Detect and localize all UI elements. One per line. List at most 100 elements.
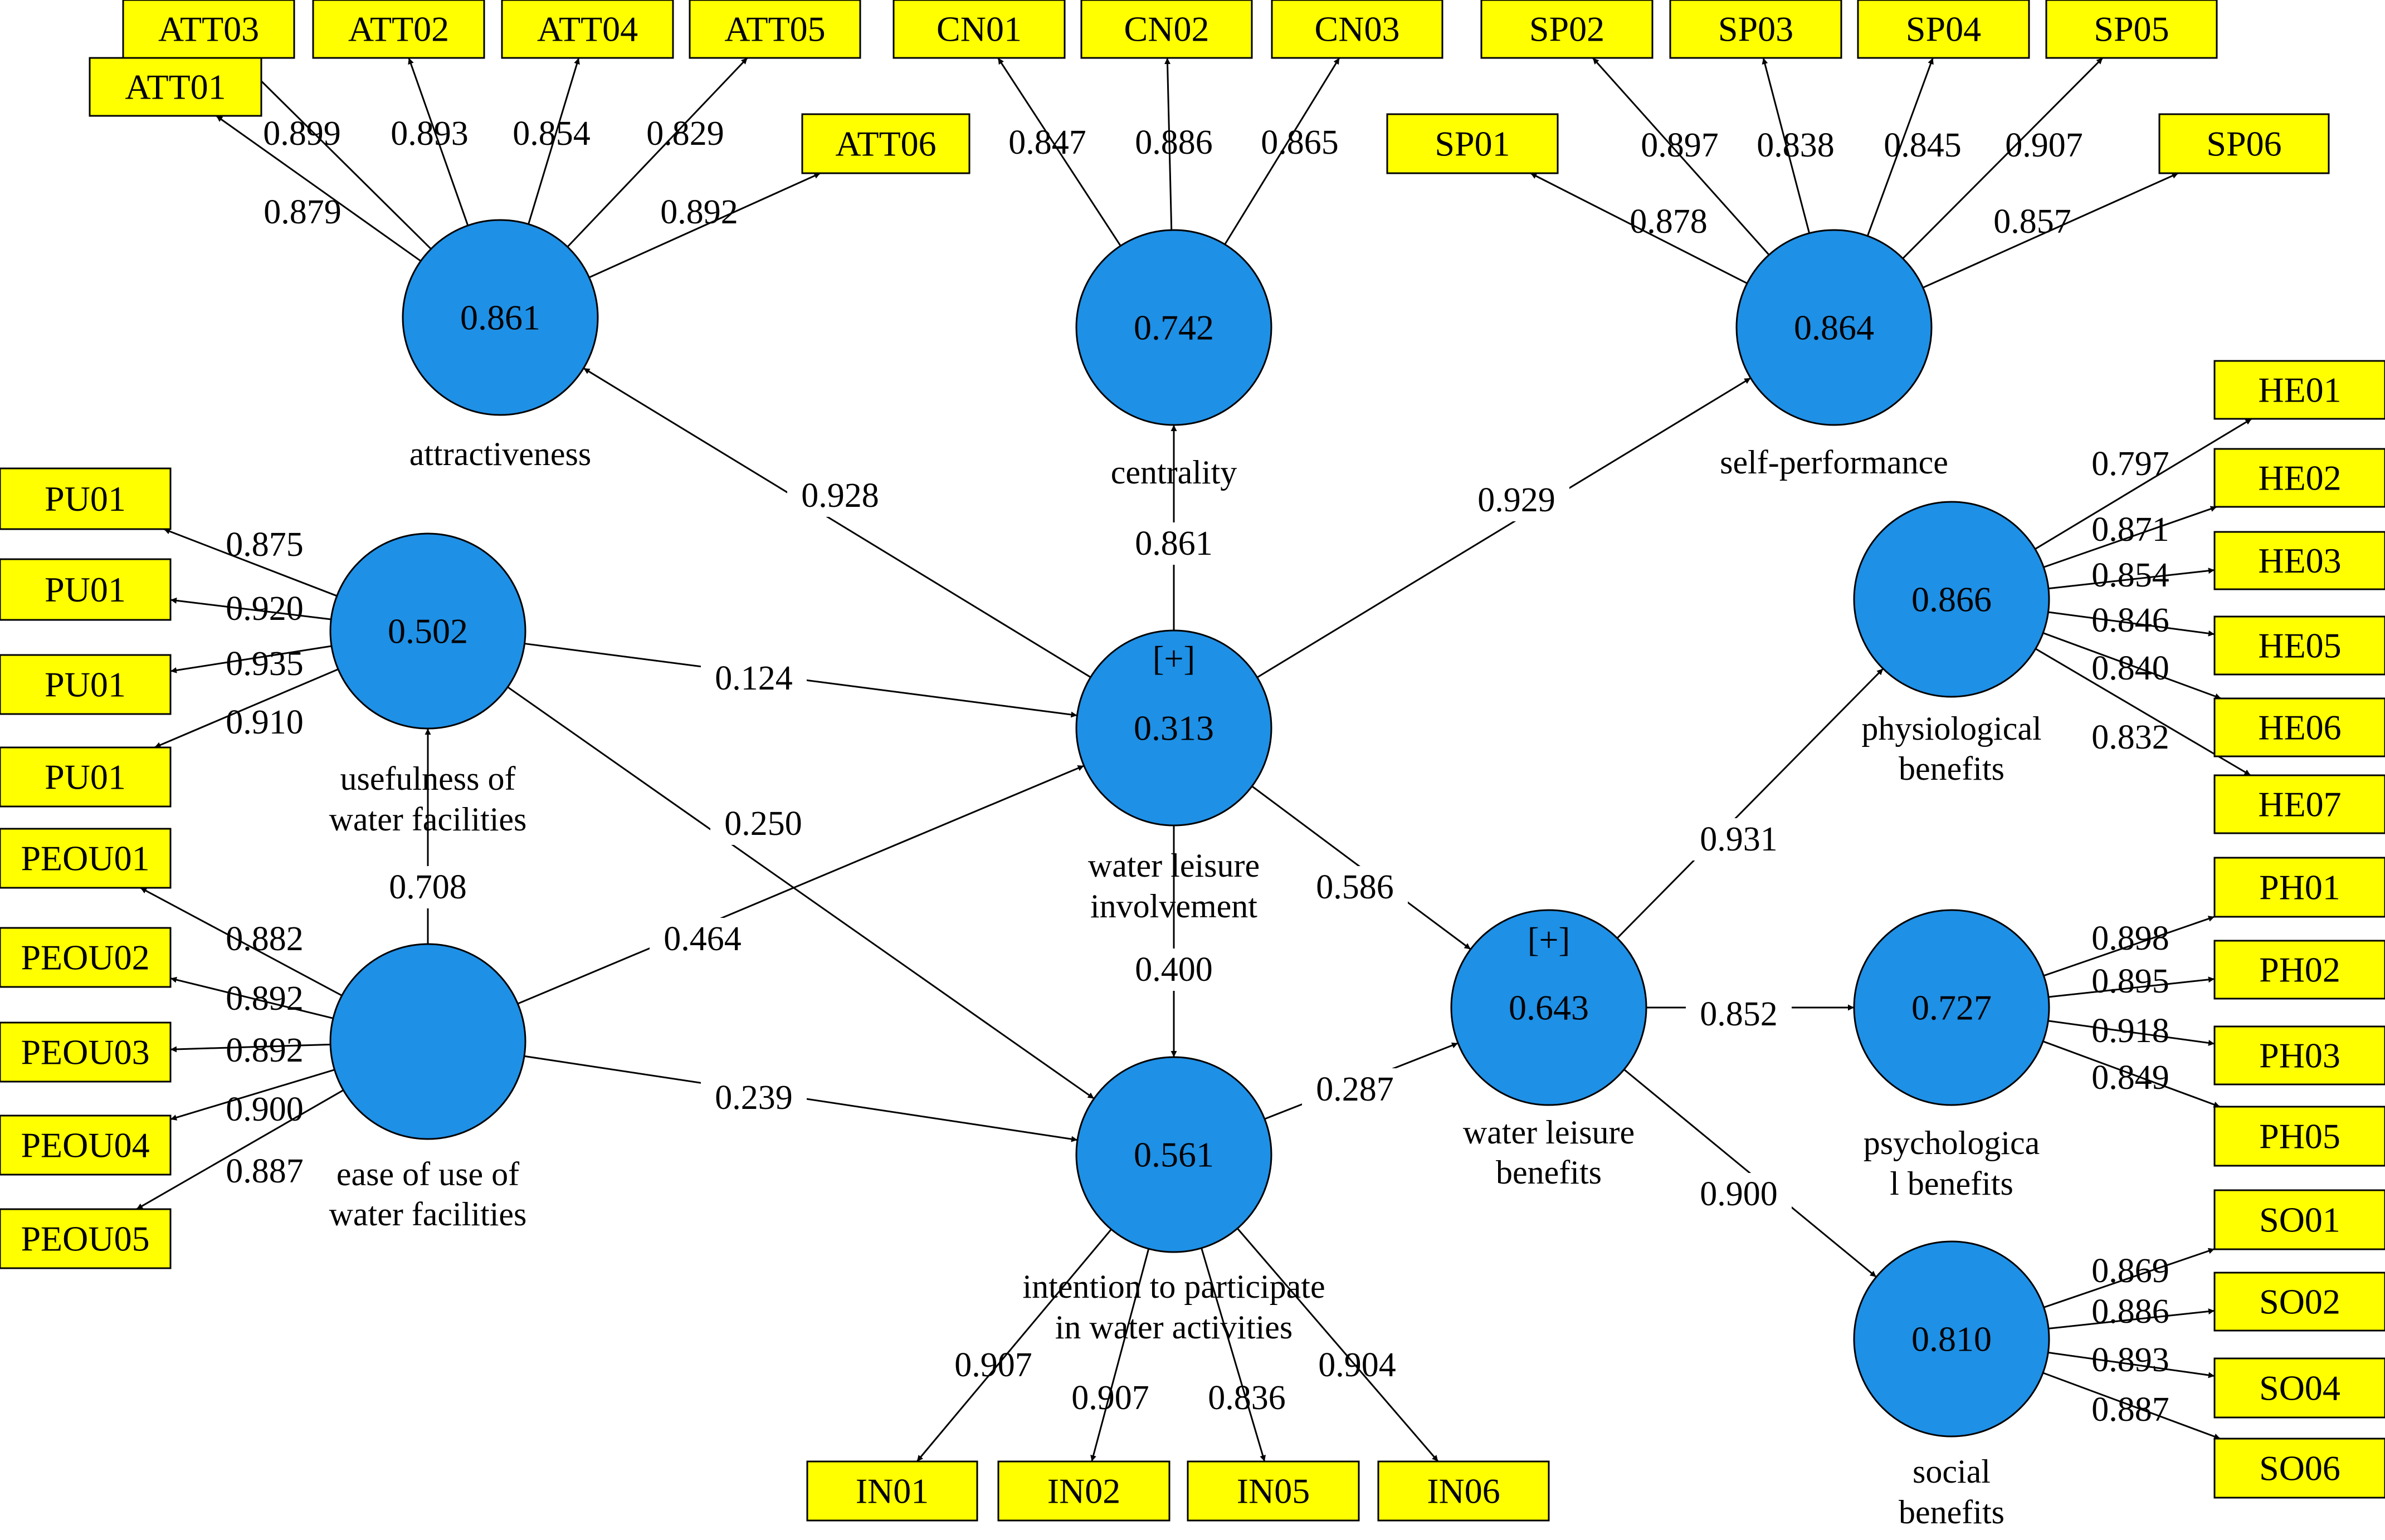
- construct-intention: [1075, 1056, 1272, 1253]
- construct-name: water leisure: [1463, 1114, 1635, 1151]
- loading-edge: [170, 976, 334, 1019]
- path-coef-background: [1464, 479, 1569, 521]
- path-edge: [507, 686, 1095, 1099]
- loading-value: 0.854: [2091, 556, 2169, 594]
- loading-value: 0.832: [2091, 718, 2169, 756]
- loading-edge: [1090, 1248, 1150, 1462]
- indicator-label: SP05: [2094, 9, 2169, 49]
- loading-value: 0.907: [1071, 1379, 1149, 1417]
- loading-edge: [170, 645, 332, 673]
- loading-edge: [2042, 632, 2222, 700]
- construct-name: involvement: [1090, 888, 1257, 925]
- construct-ease-of-use: [329, 943, 526, 1140]
- construct-physiological: [1853, 501, 2050, 698]
- loading-edge: [170, 1069, 335, 1121]
- loading-value: 0.904: [1318, 1346, 1396, 1384]
- indicator-box: [1187, 1460, 1360, 1522]
- loading-value: 0.886: [1135, 124, 1213, 162]
- loading-edge: [1866, 57, 1934, 237]
- construct-name: benefits: [1496, 1154, 1602, 1191]
- loading-edge: [140, 887, 343, 996]
- indicator-box: [2213, 774, 2385, 834]
- path-coef-background: [375, 866, 481, 908]
- construct-name: intention to participate: [1022, 1268, 1325, 1305]
- loading-value: 0.878: [1630, 203, 1708, 241]
- indicator-box: [2158, 113, 2330, 174]
- indicator-label: IN06: [1427, 1471, 1500, 1511]
- loading-value: 0.857: [1993, 203, 2071, 241]
- path-coef-background: [701, 657, 807, 700]
- construct-attractiveness: [402, 219, 599, 416]
- loading-edge: [1201, 1248, 1266, 1462]
- expand-marker: [+]: [1528, 921, 1570, 959]
- construct-name: centrality: [1111, 454, 1237, 491]
- construct-involvement: [1075, 629, 1272, 827]
- construct-name: physiological: [1861, 710, 2041, 747]
- indicator-box: [1377, 1460, 1550, 1522]
- loading-edge: [2048, 1351, 2215, 1378]
- construct-name: usefulness of: [340, 760, 516, 797]
- indicator-label: HE03: [2258, 541, 2341, 580]
- indicator-box: [689, 0, 861, 59]
- indicator-box: [501, 0, 674, 59]
- loading-edge: [1592, 57, 1770, 256]
- construct-r2-value: 0.864: [1794, 308, 1874, 348]
- indicator-box: [89, 57, 262, 117]
- path-coef-background: [1302, 1068, 1408, 1111]
- loading-value: 0.895: [2091, 962, 2169, 1000]
- indicator-box: [2213, 1189, 2385, 1250]
- indicator-label: ATT01: [125, 67, 226, 107]
- loading-edge: [2042, 1372, 2221, 1440]
- indicator-label: PEOU02: [21, 938, 149, 977]
- construct-name: benefits: [1899, 750, 2004, 787]
- indicator-label: ATT05: [724, 9, 825, 49]
- indicator-box: [2213, 940, 2385, 1000]
- construct-r2-value: 0.810: [1911, 1319, 1992, 1359]
- indicator-label: CN03: [1315, 9, 1400, 49]
- loading-edge: [2048, 568, 2215, 590]
- indicator-label: PU01: [45, 757, 126, 797]
- path-coefficient: 0.124: [715, 659, 793, 697]
- loading-value: 0.898: [2091, 920, 2169, 957]
- loading-value: 0.935: [226, 645, 304, 683]
- path-coefficient: 0.464: [664, 920, 742, 958]
- labels-layer: ATT010.879ATT030.899ATT020.893ATT040.854…: [21, 9, 2341, 1531]
- indicator-box: [0, 558, 172, 621]
- path-coef-background: [1302, 866, 1408, 908]
- indicator-label: CN01: [937, 9, 1022, 49]
- indicator-label: CN02: [1124, 9, 1209, 49]
- indicator-box: [1857, 0, 2030, 59]
- loading-value: 0.882: [226, 920, 304, 958]
- loading-value: 0.887: [226, 1152, 304, 1190]
- loading-edge: [1237, 1228, 1439, 1462]
- loading-edge: [1762, 57, 1811, 234]
- loading-value: 0.887: [2091, 1391, 2169, 1429]
- loading-value: 0.875: [226, 526, 304, 564]
- indicator-label: ATT02: [348, 9, 449, 49]
- indicator-label: PU01: [45, 570, 126, 609]
- construct-social: [1853, 1240, 2050, 1438]
- path-edge: [583, 367, 1091, 678]
- loading-edge: [154, 668, 339, 749]
- loading-value: 0.854: [513, 115, 591, 153]
- path-coef-background: [1686, 818, 1792, 861]
- loading-value: 0.918: [2091, 1012, 2169, 1050]
- loading-value: 0.920: [226, 590, 304, 628]
- loading-value: 0.892: [226, 980, 304, 1018]
- path-edge: [1616, 668, 1884, 939]
- indicator-label: SP04: [1906, 9, 1981, 49]
- indicator-label: IN05: [1237, 1471, 1310, 1511]
- path-coef-background: [650, 918, 755, 960]
- construct-r2-value: 0.561: [1134, 1135, 1214, 1175]
- loading-edge: [170, 1043, 331, 1053]
- construct-benefits: [1450, 909, 1647, 1106]
- indicator-label: PH02: [2259, 950, 2340, 990]
- loading-value: 0.797: [2091, 445, 2169, 483]
- indicator-label: PH01: [2259, 868, 2340, 907]
- path-coef-background: [1686, 1173, 1792, 1215]
- path-coef-background: [710, 803, 816, 845]
- indicator-label: HE07: [2258, 785, 2341, 824]
- path-coefficient: 0.250: [724, 805, 802, 843]
- path-edge: [1256, 377, 1752, 678]
